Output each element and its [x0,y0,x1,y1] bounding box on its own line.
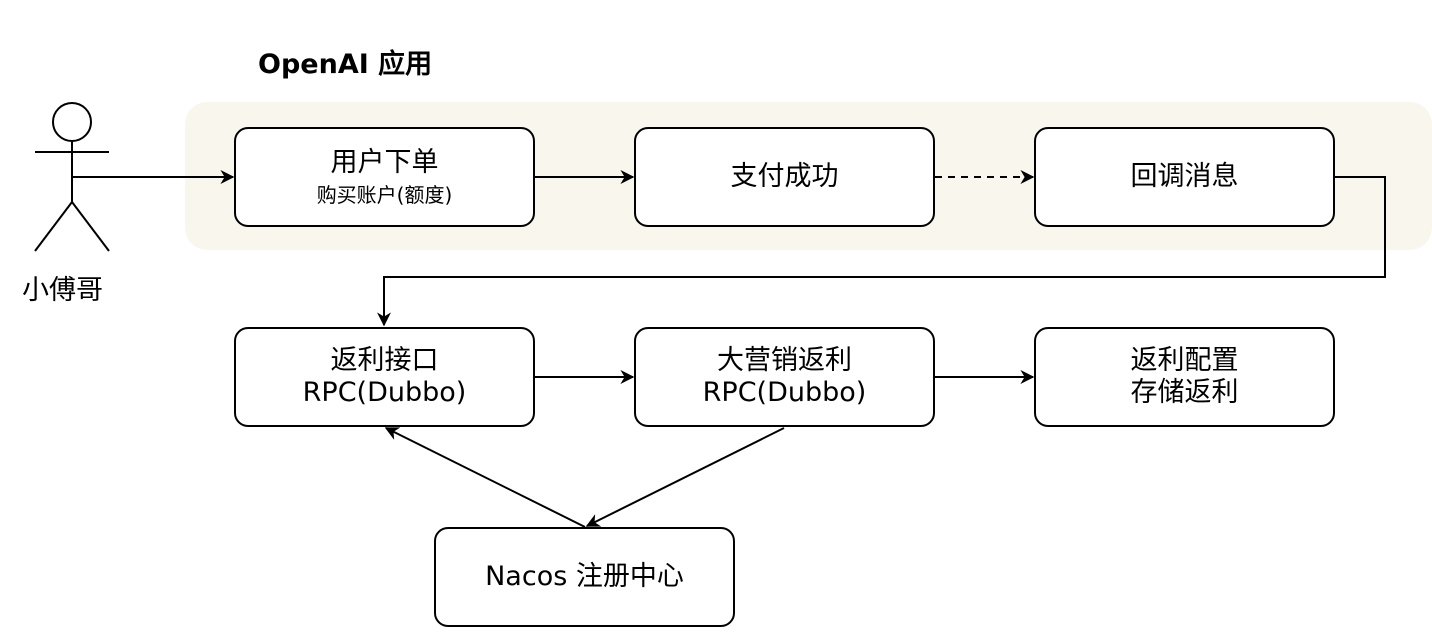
edge-marketing-to-nacos [585,427,785,527]
edge-callback-to-rebate [377,176,1386,327]
node-line1: 大营销返利 [717,344,852,376]
node-title: 用户下单 [330,146,439,178]
user-actor-icon [34,102,110,252]
group-title: OpenAI 应用 [258,49,433,80]
node-title: Nacos 注册中心 [485,560,684,592]
node-callback: 回调消息 [1034,127,1335,227]
node-place-order: 用户下单 购买账户(额度) [234,127,535,227]
node-line2: 存储返利 [1130,377,1239,408]
node-nacos: Nacos 注册中心 [434,527,735,627]
node-line1: 返利接口 [330,344,439,376]
node-line2: RPC(Dubbo) [702,377,867,408]
node-pay-success: 支付成功 [634,127,935,227]
node-subtitle: 购买账户(额度) [316,183,453,208]
actor-label: 小傅哥 [22,275,103,306]
node-rebate-api: 返利接口 RPC(Dubbo) [234,327,535,427]
node-rebate-config: 返利配置 存储返利 [1034,327,1335,427]
node-line1: 返利配置 [1130,344,1239,376]
node-line2: RPC(Dubbo) [302,377,467,408]
node-title: 支付成功 [730,160,839,192]
edge-nacos-to-rebate [384,427,586,528]
node-marketing-rebate: 大营销返利 RPC(Dubbo) [634,327,935,427]
node-title: 回调消息 [1130,160,1239,192]
